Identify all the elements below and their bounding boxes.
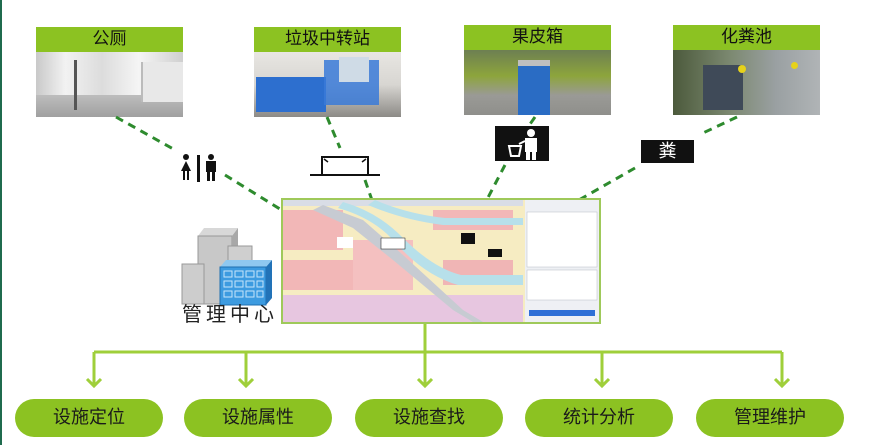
arrow-head-3 — [416, 377, 434, 389]
transfer-station-photo — [254, 52, 401, 117]
toilet-icon — [178, 153, 222, 188]
arrow-head-2 — [237, 377, 255, 389]
building-icon — [180, 222, 275, 311]
function-button-statistics[interactable]: 统计分析 — [525, 399, 673, 437]
management-center-label: 管理中心 — [182, 302, 278, 326]
dash-bin-upper — [526, 116, 537, 128]
toilet-photo — [36, 52, 183, 117]
facility-title: 垃圾中转站 — [254, 27, 401, 52]
litter-bin-photo — [464, 50, 611, 115]
transfer-station-icon — [310, 153, 380, 184]
dash-station-upper — [325, 116, 342, 149]
dash-septic-upper — [702, 115, 738, 135]
arrow-head-5 — [773, 377, 791, 389]
gis-map-screenshot — [281, 198, 601, 324]
septic-tank-photo — [673, 50, 820, 115]
arrow-head-4 — [593, 377, 611, 389]
facility-card-transfer-station: 垃圾中转站 — [254, 27, 401, 117]
left-border — [0, 0, 2, 445]
arrow-head-1 — [85, 377, 103, 389]
function-button-search[interactable]: 设施查找 — [355, 399, 503, 437]
map-canvas — [283, 200, 599, 322]
function-button-maintenance[interactable]: 管理维护 — [696, 399, 844, 437]
dash-toilet-upper — [115, 115, 176, 152]
facility-title: 化粪池 — [673, 25, 820, 50]
facility-title: 果皮箱 — [464, 25, 611, 50]
septic-tank-icon: 粪 — [641, 140, 694, 163]
facility-card-septic-tank: 化粪池 — [673, 25, 820, 115]
facility-title: 公厕 — [36, 27, 183, 52]
facility-card-litter-bin: 果皮箱 — [464, 25, 611, 115]
function-button-locate[interactable]: 设施定位 — [15, 399, 163, 437]
facility-card-toilet: 公厕 — [36, 27, 183, 117]
litter-bin-icon — [495, 126, 549, 161]
function-button-attributes[interactable]: 设施属性 — [184, 399, 332, 437]
